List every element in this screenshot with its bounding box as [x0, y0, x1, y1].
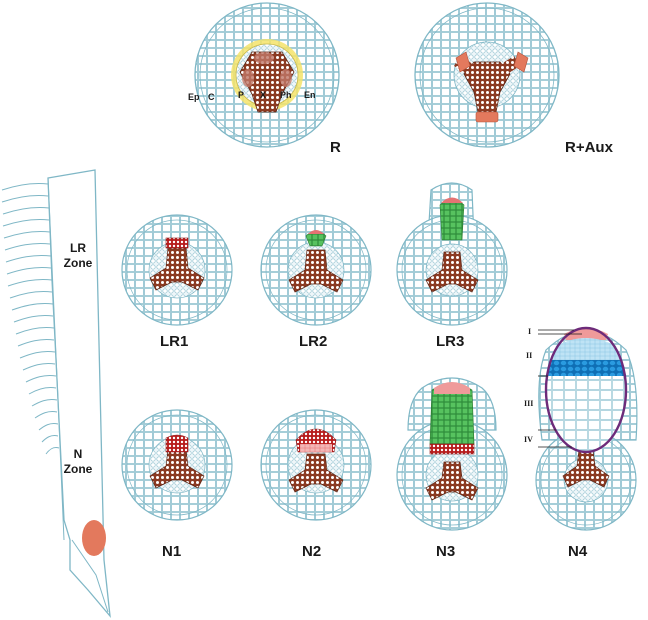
nodule-on-root	[82, 520, 106, 556]
cross-section-r: Ep C P X Ph En	[188, 2, 340, 148]
zone-iii-label: III	[524, 399, 533, 408]
n4-nodule-body	[544, 326, 628, 454]
lr-zone-label-1: LR	[70, 241, 86, 255]
panel-label-n1: N1	[162, 543, 181, 560]
primary-root	[47, 169, 111, 619]
cross-section-lr1	[121, 214, 233, 326]
n-zone-label-2: Zone	[64, 462, 93, 476]
auxin-spots	[455, 51, 529, 123]
panel-label-n2: N2	[302, 543, 321, 560]
root-hairs	[1, 183, 60, 455]
n1-nodule-primordium	[165, 434, 189, 453]
label-epidermis: Ep	[188, 92, 200, 102]
cross-section-n4: I II III IV	[524, 326, 638, 531]
panel-label-lr3: LR3	[436, 333, 464, 350]
label-phloem: Ph	[280, 90, 292, 100]
panel-label-lr2: LR2	[299, 333, 327, 350]
cross-section-n3	[396, 377, 508, 531]
lr-zone-label-2: Zone	[64, 256, 93, 270]
zone-iv-label: IV	[524, 435, 533, 444]
xylem-core	[239, 51, 295, 113]
cross-section-lr2	[260, 214, 372, 326]
cross-section-lr3	[396, 182, 508, 326]
n-zone-label-1: N	[74, 447, 83, 461]
panel-label-r-aux: R+Aux	[565, 139, 614, 156]
label-pericycle: P	[238, 90, 244, 100]
panel-label-n3: N3	[436, 543, 455, 560]
label-xylem: X	[260, 90, 266, 100]
panel-label-r: R	[330, 139, 341, 156]
cross-section-n2	[260, 409, 372, 521]
lr3-primordium	[439, 198, 465, 241]
zone-i-label: I	[528, 327, 531, 336]
label-endodermis: En	[304, 90, 316, 100]
lr1-primordium	[165, 237, 189, 249]
nodule-zone-markers	[538, 329, 582, 448]
label-cortex: C	[208, 92, 215, 102]
cross-section-r-aux	[414, 2, 560, 148]
panel-label-n4: N4	[568, 543, 588, 560]
cross-section-n1	[121, 409, 233, 521]
panel-label-lr1: LR1	[160, 333, 188, 350]
zone-ii-label: II	[526, 351, 532, 360]
